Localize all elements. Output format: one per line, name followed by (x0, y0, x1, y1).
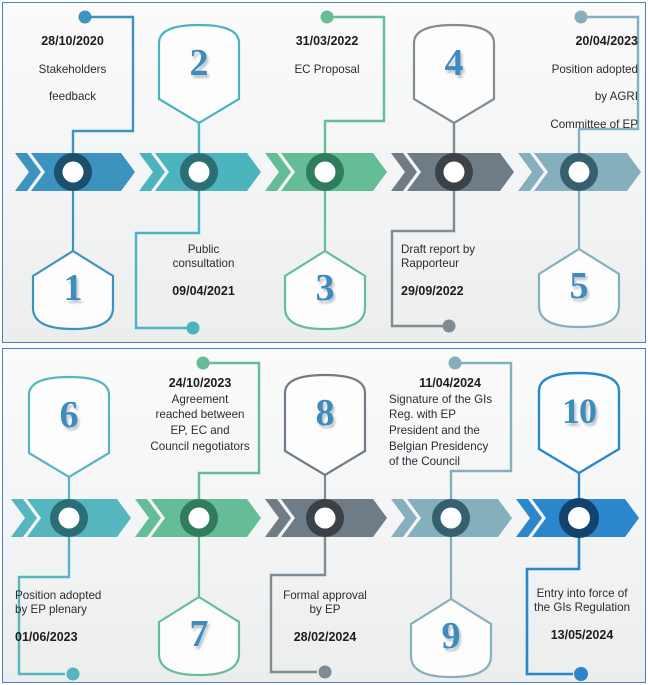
node-step-1[interactable] (54, 153, 92, 191)
step-10-label: Entry into force of the GIs Regulation 1… (521, 587, 643, 643)
step-1-label: 28/10/2020 Stakeholders feedback (15, 34, 130, 104)
step-6-date: 01/06/2023 (15, 630, 78, 645)
step-7-label: 24/10/2023 Agreement reached between EP,… (141, 376, 259, 453)
step-3-desc-line-1: EC Proposal (294, 62, 360, 76)
arrow-step-9 (391, 499, 512, 537)
step-9-desc-line-1: Signature of the GIs (389, 392, 493, 406)
badge-number-1: 1 (63, 267, 83, 309)
arrow-step-4 (391, 153, 514, 191)
step-3-label: 31/03/2022 EC Proposal (268, 34, 386, 76)
arrow-step-2 (139, 153, 261, 191)
step-5-date: 20/04/2023 (575, 34, 638, 48)
badge-number-6: 6 (59, 394, 79, 436)
step-5-desc-line-2: by AGRI (594, 90, 638, 104)
node-step-6[interactable] (50, 499, 88, 537)
step-2-desc-line-1: Public (187, 243, 220, 256)
node-step-10[interactable] (559, 498, 599, 538)
step-9-desc-line-2: Reg. with EP (389, 408, 457, 422)
connector-step-4 (390, 123, 456, 333)
badge-number-8: 8 (315, 392, 335, 434)
node-step-3[interactable] (306, 153, 344, 191)
step-5-desc-line-1: Position adopted (551, 62, 638, 76)
step-9-desc-line-4: Belgian Presidency (389, 439, 489, 453)
node-step-8[interactable] (306, 499, 344, 537)
step-10-date: 13/05/2024 (550, 628, 614, 643)
badge-number-5: 5 (569, 265, 589, 307)
step-7-desc-line-3: EP, EC and (170, 424, 230, 438)
step-6-desc-line-2: by EP plenary (15, 602, 87, 616)
step-7-desc-line-4: Council negotiators (150, 439, 250, 453)
step-8-date: 28/02/2024 (293, 630, 357, 645)
timeline-panel-bottom: 6 8 10 7 9 Position adopted by EP plenar… (2, 348, 646, 683)
arrow-step-10 (516, 499, 639, 537)
step-4-desc-line-2: Rapporteur (401, 256, 460, 270)
arrow-step-8 (265, 499, 387, 537)
step-5-desc-line-3: Committee of EP (550, 118, 638, 132)
timeline-panel-top: 2 4 1 3 5 28/10/2020 Stakeholders feedba… (2, 2, 646, 343)
step-10-desc-line-1: Entry into force of (536, 587, 628, 600)
node-step-5[interactable] (560, 153, 598, 191)
badge-number-10: 10 (562, 391, 597, 431)
step-6-label: Position adopted by EP plenary 01/06/202… (15, 589, 137, 645)
step-1-date: 28/10/2020 (41, 34, 104, 48)
step-1-desc-line-1: Stakeholders (38, 62, 107, 76)
step-1-desc-line-2: feedback (48, 90, 97, 104)
step-2-date: 09/04/2021 (172, 284, 235, 299)
step-8-desc-line-1: Formal approval (283, 589, 367, 602)
node-step-4[interactable] (435, 153, 473, 191)
arrow-step-6 (11, 499, 131, 537)
step-5-label: 20/04/2023 Position adopted by AGRI Comm… (521, 34, 638, 132)
badge-number-2: 2 (189, 42, 209, 84)
step-7-date: 24/10/2023 (168, 376, 232, 390)
badge-number-4: 4 (444, 42, 464, 84)
step-8-desc-line-2: by EP (309, 602, 341, 616)
step-7-desc-line-1: Agreement (171, 392, 229, 406)
step-9-desc-line-5: of the Council (389, 455, 460, 469)
badge-number-9: 9 (441, 615, 461, 657)
step-10-desc-line-2: the GIs Regulation (533, 600, 631, 614)
step-4-label: Draft report by Rapporteur 29/09/2022 (401, 243, 521, 299)
badge-number-3: 3 (315, 267, 335, 309)
arrow-step-5 (518, 153, 641, 191)
arrow-step-3 (265, 153, 387, 191)
node-step-9[interactable] (432, 499, 470, 537)
step-9-label: 11/04/2024 Signature of the GIs Reg. wit… (389, 376, 511, 469)
step-2-label: Public consultation 09/04/2021 (146, 243, 261, 299)
step-8-label: Formal approval by EP 28/02/2024 (266, 589, 384, 645)
step-7-desc-line-2: reached between (155, 408, 245, 422)
step-4-desc-line-1: Draft report by (401, 243, 476, 256)
step-6-desc-line-1: Position adopted (15, 589, 102, 602)
arrow-step-1 (15, 153, 135, 191)
step-2-desc-line-2: consultation (172, 256, 235, 270)
step-4-date: 29/09/2022 (401, 284, 464, 299)
node-step-2[interactable] (180, 153, 218, 191)
step-9-desc-line-3: President and the (389, 424, 480, 438)
node-step-7[interactable] (180, 499, 218, 537)
step-9-date: 11/04/2024 (419, 376, 481, 390)
connector-step-2 (134, 123, 201, 335)
badge-number-7: 7 (189, 613, 209, 655)
step-3-date: 31/03/2022 (295, 34, 359, 48)
arrow-step-7 (135, 499, 261, 537)
